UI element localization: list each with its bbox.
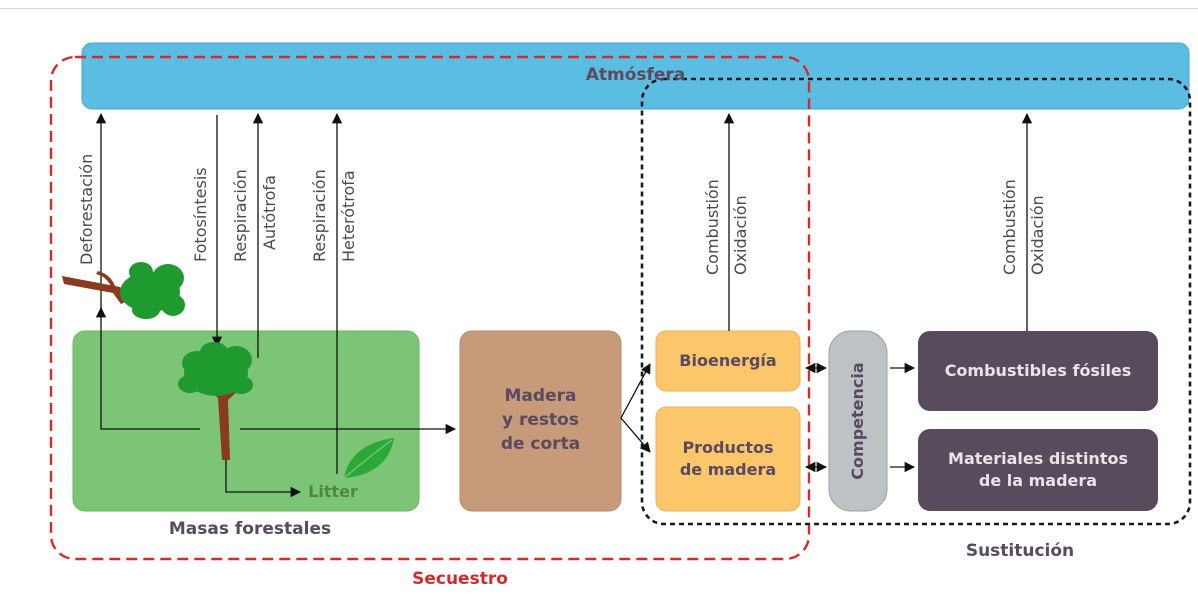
top-divider [0, 8, 1198, 9]
bioenergy-label: Bioenergía [679, 350, 777, 370]
autotrophic-label: Autótrofa [260, 175, 279, 250]
fossil-fuels-label: Combustibles fósiles [944, 360, 1132, 380]
non-wood-materials-box [918, 429, 1158, 511]
wood-label: Madera y restos de corta [500, 386, 581, 454]
competition-label: Competencia [847, 362, 867, 480]
respiration-heterotrophic-label: Respiración [310, 169, 329, 262]
forest-label: Masas forestales [168, 519, 332, 540]
fallen-tree-icon [62, 262, 185, 319]
wood-to-bioenergy-arrow [620, 363, 651, 419]
respiration-autotrophic-label: Respiración [231, 169, 250, 262]
wood-to-products-arrow [620, 417, 651, 453]
tree-icon [178, 342, 253, 460]
atmosphere-label: Atmósfera [585, 65, 686, 86]
sequestration-label: Secuestro [412, 569, 508, 590]
heterotrophic-label: Heterótrofa [339, 170, 358, 262]
non-wood-materials-label: Materiales distintos de la madera [948, 448, 1128, 490]
litter-path [225, 455, 302, 498]
combustion-fossil-label: Combustión [1000, 179, 1019, 275]
litter-label: Litter [308, 481, 358, 501]
bioenergy-box [655, 330, 801, 392]
substitution-label: Sustitución [965, 541, 1075, 562]
atmosphere-box [81, 42, 1190, 110]
sequestration-boundary [49, 55, 811, 561]
deforestation-label: Deforestación [77, 153, 96, 265]
oxidation-bioenergy-label: Oxidación [731, 195, 750, 275]
substitution-boundary [640, 77, 1192, 526]
oxidation-fossil-label: Oxidación [1028, 195, 1047, 275]
wood-products-box [655, 406, 801, 512]
wood-products-label: Productos de madera [679, 437, 777, 479]
forest-area [72, 330, 420, 512]
deforestation-path [95, 306, 200, 430]
leaf-icon [343, 438, 394, 479]
wood-box [459, 330, 622, 512]
combustion-bioenergy-label: Combustión [703, 179, 722, 275]
fossil-fuels-box [918, 331, 1158, 411]
photosynthesis-label: Fotosíntesis [191, 167, 210, 262]
competition-box [828, 330, 888, 512]
